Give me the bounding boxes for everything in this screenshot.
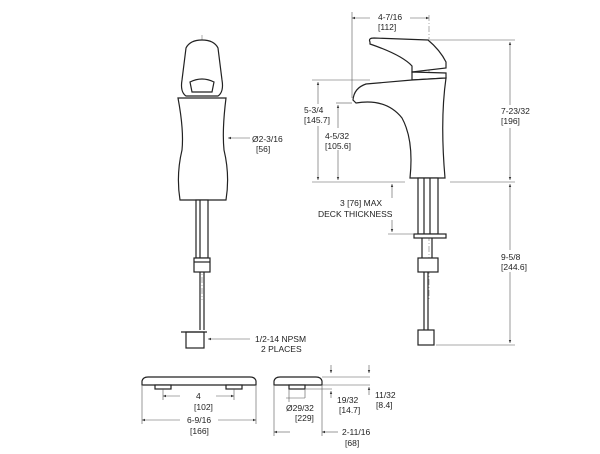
- hole-spacing-label: 4: [196, 391, 201, 401]
- below-deck-mm-label: [244.6]: [501, 262, 527, 272]
- front-view-faucet: [177, 35, 229, 349]
- plate-thickness-label: 11/32: [375, 390, 396, 400]
- connection-label: 1/2-14 NPSM: [255, 334, 306, 344]
- outlet-height-label: 4-5/32: [325, 131, 349, 141]
- plate-length-mm-label: [166]: [190, 426, 209, 436]
- plate-thickness-mm-label: [8.4]: [376, 400, 393, 410]
- hole-diameter-mm-label: [229]: [295, 413, 314, 423]
- below-deck-dimension: 9-5/8 [244.6]: [436, 184, 527, 346]
- overall-height-label: 7-23/32: [501, 106, 530, 116]
- spout-reach-dimension: 4-7/16 [112]: [351, 12, 429, 98]
- boss-height-label: 19/32: [337, 395, 359, 405]
- plate-width-label: 2-11/16: [342, 427, 370, 437]
- boss-height-mm-label: [14.7]: [339, 405, 360, 415]
- spout-height-mm-label: [145.7]: [304, 115, 330, 125]
- deck-thickness-label: 3 [76] MAX: [340, 198, 382, 208]
- body-diameter-mm-label: [56]: [256, 144, 270, 154]
- connection-note-label: 2 PLACES: [261, 344, 302, 354]
- spout-height-label: 5-3/4: [304, 105, 324, 115]
- overall-height-mm-label: [196]: [501, 116, 520, 126]
- body-diameter-label: Ø2-3/16: [252, 134, 283, 144]
- outlet-height-mm-label: [105.6]: [325, 141, 351, 151]
- side-view-faucet: [352, 15, 447, 346]
- overall-height-dimension: 7-23/32 [196]: [430, 39, 530, 183]
- deck-thickness-dimension: 3 [76] MAX DECK THICKNESS: [318, 184, 414, 235]
- spout-reach-label: 4-7/16: [378, 12, 402, 22]
- connection-callout: 1/2-14 NPSM 2 PLACES: [208, 334, 306, 354]
- spout-height-dimension: 5-3/4 [145.7]: [304, 79, 405, 183]
- plate-length-label: 6-9/16: [187, 415, 211, 425]
- hole-spacing-mm-label: [102]: [194, 402, 213, 412]
- deck-plate-front: 4 [102] 6-9/16 [166]: [141, 376, 257, 436]
- hole-diameter-label: Ø29/32: [286, 403, 314, 413]
- plate-width-mm-label: [68]: [345, 438, 359, 448]
- below-deck-label: 9-5/8: [501, 252, 521, 262]
- deck-thickness-label-2: DECK THICKNESS: [318, 209, 393, 219]
- deck-plate-side: 19/32 [14.7] 11/32 [8.4] Ø29/32 [229] 2-…: [273, 365, 396, 448]
- body-diameter-dimension: Ø2-3/16 [56]: [228, 134, 283, 154]
- outlet-height-dimension: 4-5/32 [105.6]: [325, 102, 352, 180]
- spout-reach-mm-label: [112]: [378, 22, 396, 32]
